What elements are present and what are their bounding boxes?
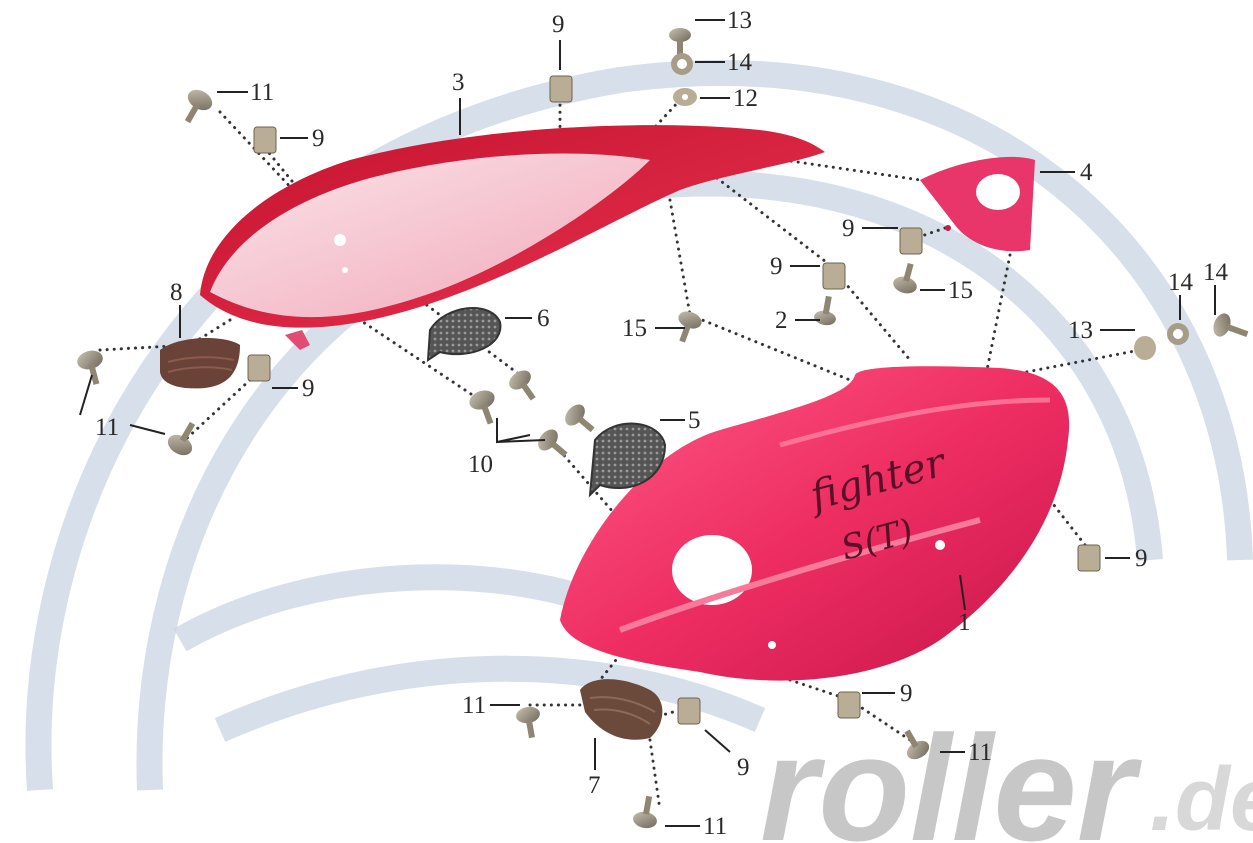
callout-9-top: 9 <box>552 11 565 38</box>
callout-9-left: 9 <box>302 375 315 402</box>
callout-12-right: 13 <box>1068 317 1093 344</box>
clip-nut <box>678 698 700 724</box>
part-1-right-side-panel: fighter S(T) <box>560 366 1069 680</box>
clip-nut <box>550 76 572 102</box>
screw <box>534 426 573 464</box>
callout-13-top: 13 <box>727 7 752 34</box>
callout-3: 3 <box>452 69 465 96</box>
callout-12-top: 12 <box>733 85 758 112</box>
callout-9-bottom: 9 <box>737 754 750 781</box>
callout-9-right-mid: 9 <box>770 253 783 280</box>
callout-9-upper-left: 9 <box>312 125 325 152</box>
callout-6: 6 <box>537 305 550 332</box>
callout-10: 10 <box>468 451 493 478</box>
clip-nut <box>823 263 845 289</box>
washer <box>1167 323 1189 345</box>
watermark-suffix: .de <box>1150 750 1253 843</box>
callout-11-bottom-right: 11 <box>968 739 992 766</box>
screw <box>515 705 544 740</box>
callout-11-bottom-left: 11 <box>462 692 486 719</box>
callout-14-top: 14 <box>727 49 753 76</box>
callout-9-bottom-right: 9 <box>900 680 913 707</box>
callout-5: 5 <box>688 407 701 434</box>
callout-11-bottom: 11 <box>703 813 727 840</box>
washer <box>1134 336 1156 360</box>
screw <box>1210 311 1251 346</box>
screw <box>75 348 109 388</box>
clip-nut <box>248 355 270 381</box>
washer <box>673 88 697 106</box>
callout-9-far-right: 9 <box>1135 545 1148 572</box>
part-3-left-side-panel <box>200 125 825 350</box>
screw <box>506 367 543 406</box>
callout-4: 4 <box>1080 159 1093 186</box>
screw <box>561 401 600 439</box>
screw <box>813 294 840 326</box>
callout-7: 7 <box>588 772 601 799</box>
callout-11-left: 11 <box>95 414 119 441</box>
screw <box>164 417 204 459</box>
watermark-text: roller <box>760 704 1143 843</box>
callout-8: 8 <box>170 279 183 306</box>
clip-nut <box>254 127 276 153</box>
callout-11-upper-left: 11 <box>250 79 274 106</box>
washer <box>671 53 693 75</box>
callout-2: 2 <box>775 307 788 334</box>
callout-14-right: 14 <box>1168 269 1194 296</box>
clip-nut <box>838 692 860 718</box>
clip-nut <box>1078 545 1100 571</box>
screw <box>176 86 216 128</box>
screw <box>891 261 922 296</box>
part-8-reflector <box>160 338 240 388</box>
callout-13-right: 14 <box>1203 259 1229 286</box>
callout-1: 1 <box>958 609 971 636</box>
callout-9-right-top: 9 <box>842 215 855 242</box>
callout-15-right: 15 <box>948 277 973 304</box>
clip-nut <box>900 228 922 254</box>
screw <box>632 794 661 830</box>
callout-15-center: 15 <box>622 315 647 342</box>
